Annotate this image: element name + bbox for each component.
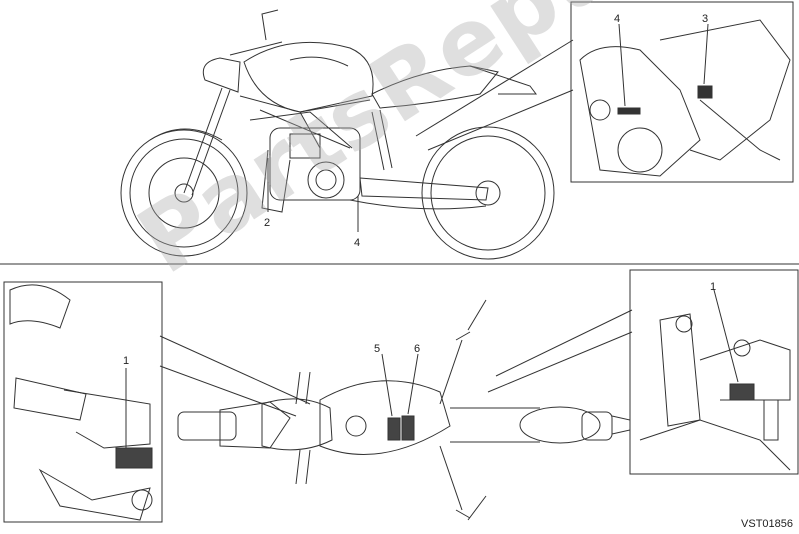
callout-side-4: 4 — [354, 237, 360, 249]
callout-bottom-left-1: 1 — [123, 355, 129, 367]
callout-top-inset-3: 3 — [702, 13, 708, 25]
top-view-motorcycle — [177, 299, 631, 521]
callout-side-2: 2 — [264, 217, 270, 229]
callout-top-inset-4: 4 — [614, 13, 620, 25]
bottom-right-detail-inset — [487, 269, 799, 475]
side-view-motorcycle — [120, 9, 555, 260]
callout-top-view-6: 6 — [414, 343, 420, 355]
diagram-code: VST01856 — [741, 518, 793, 530]
top-right-detail-inset — [415, 1, 794, 183]
bottom-left-detail-inset — [3, 281, 311, 523]
callout-bottom-right-1: 1 — [710, 281, 716, 293]
callout-top-view-5: 5 — [374, 343, 380, 355]
